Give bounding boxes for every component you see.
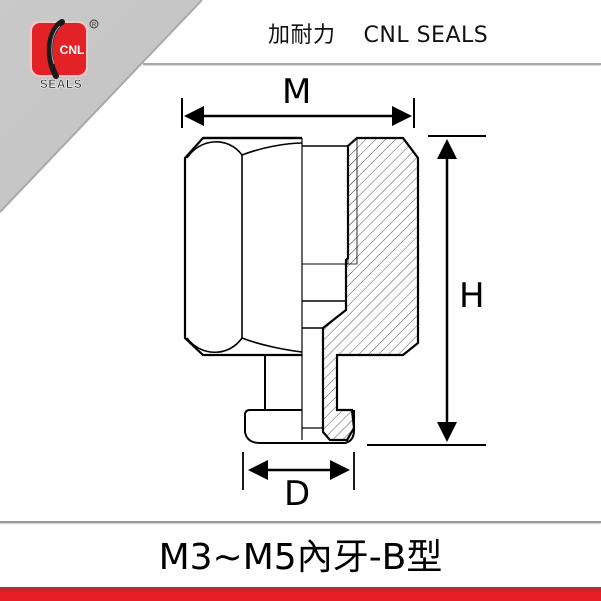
dimension-label-M: M xyxy=(282,72,312,112)
dimension-M xyxy=(181,98,415,128)
header-divider xyxy=(143,63,601,65)
brand-red-bar xyxy=(0,587,601,601)
hex-nut-outline xyxy=(183,136,303,357)
dimension-H xyxy=(367,135,486,446)
cnl-seals-logo: CNL SEALS R xyxy=(30,19,99,91)
logo-word-text: SEALS xyxy=(40,77,83,91)
header-title: 加耐力 CNL SEALS xyxy=(268,17,488,49)
dimension-label-H: H xyxy=(459,276,485,316)
footer-divider xyxy=(0,521,601,523)
brand-chinese: 加耐力 xyxy=(268,23,336,48)
svg-text:R: R xyxy=(92,23,97,29)
dimension-D xyxy=(242,452,355,490)
product-title: M3~M5內牙-B型 xyxy=(158,537,443,578)
bore-lines xyxy=(301,138,348,440)
hatched-section xyxy=(321,136,420,442)
logo-mark-text: CNL xyxy=(60,43,85,57)
dimension-label-D: D xyxy=(284,474,311,514)
brand-english: CNL SEALS xyxy=(363,23,489,48)
stem-outline xyxy=(244,355,355,444)
